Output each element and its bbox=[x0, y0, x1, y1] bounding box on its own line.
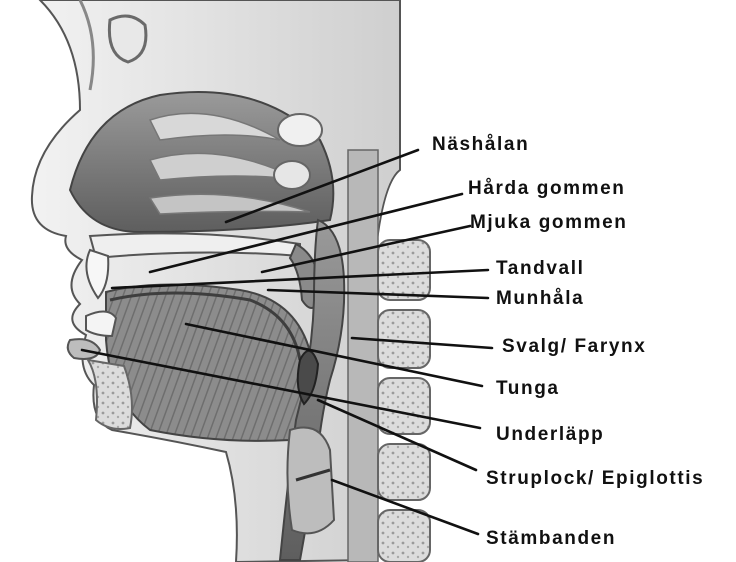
label-struplock-epiglottis: Struplock/ Epiglottis bbox=[486, 468, 704, 489]
label-svalg-farynx: Svalg/ Farynx bbox=[502, 336, 646, 357]
label-stambanden: Stämbanden bbox=[486, 528, 616, 549]
label-underlapp: Underläpp bbox=[496, 424, 604, 445]
label-tunga: Tunga bbox=[496, 378, 560, 399]
label-mjuka-gommen: Mjuka gommen bbox=[470, 212, 628, 233]
larynx bbox=[287, 428, 334, 534]
tongue bbox=[106, 284, 313, 440]
labels: Näshålan Hårda gommen Mjuka gommen Tandv… bbox=[432, 134, 704, 549]
label-munhala: Munhåla bbox=[496, 288, 584, 309]
label-tandvall: Tandvall bbox=[496, 258, 584, 279]
label-harda-gommen: Hårda gommen bbox=[468, 178, 626, 199]
label-nashalan: Näshålan bbox=[432, 134, 529, 155]
